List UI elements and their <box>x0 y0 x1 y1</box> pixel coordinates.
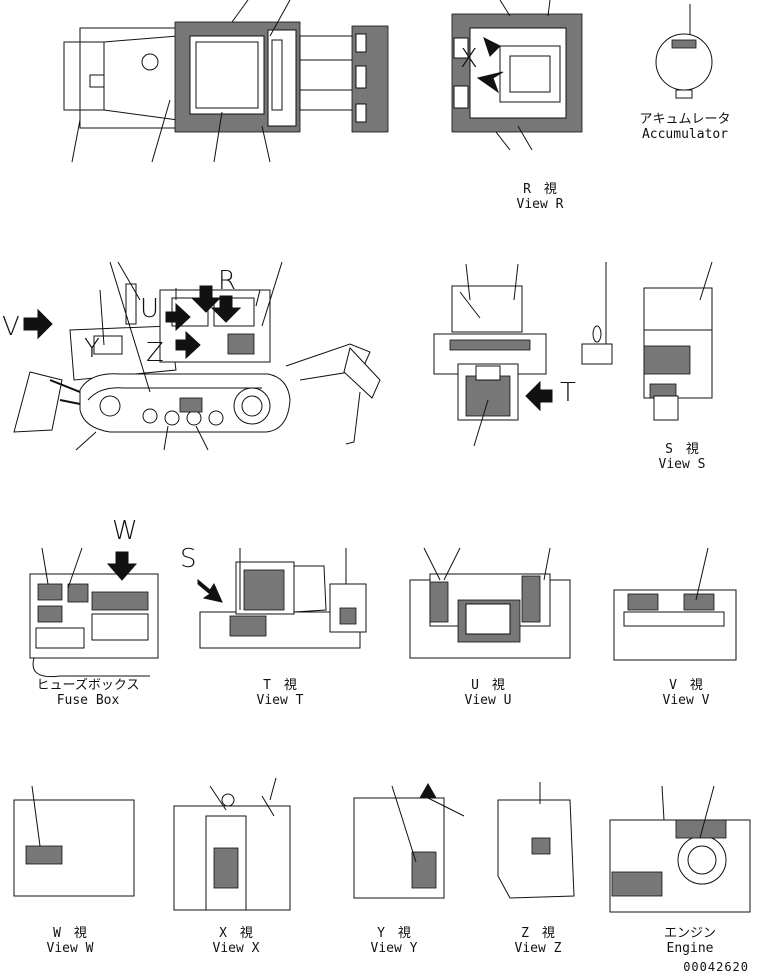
accumulator-drawing <box>655 4 713 99</box>
dozer-plan-view <box>63 0 389 163</box>
view-s-drawing <box>643 261 713 421</box>
view-letter-w: W <box>112 516 138 546</box>
view-u-drawing <box>409 547 571 659</box>
fuse-box-drawing <box>29 547 159 678</box>
document-number: 00042620 <box>683 960 749 974</box>
view-t-drawing <box>197 548 367 649</box>
view-v-drawing <box>613 547 737 661</box>
view-letter-v: V <box>2 312 20 342</box>
view-y-drawing <box>353 782 465 899</box>
view-letter-r: R <box>218 266 237 296</box>
view-letter-z: Z <box>146 338 164 368</box>
view-r-drawing <box>451 0 583 151</box>
oil-can-drawing <box>581 262 613 365</box>
view-z-drawing <box>497 782 575 899</box>
dozer-side-view <box>13 261 381 451</box>
view-letter-t: T <box>560 378 576 408</box>
rear-cab-drawing <box>433 263 553 447</box>
view-letter-x: X <box>460 44 478 74</box>
view-letter-s: S <box>180 544 197 574</box>
view-w-drawing <box>13 785 135 897</box>
view-letter-y: Y <box>84 334 100 364</box>
view-letter-u: U <box>140 294 160 324</box>
engine-drawing <box>609 785 751 913</box>
view-x-drawing <box>173 777 291 911</box>
